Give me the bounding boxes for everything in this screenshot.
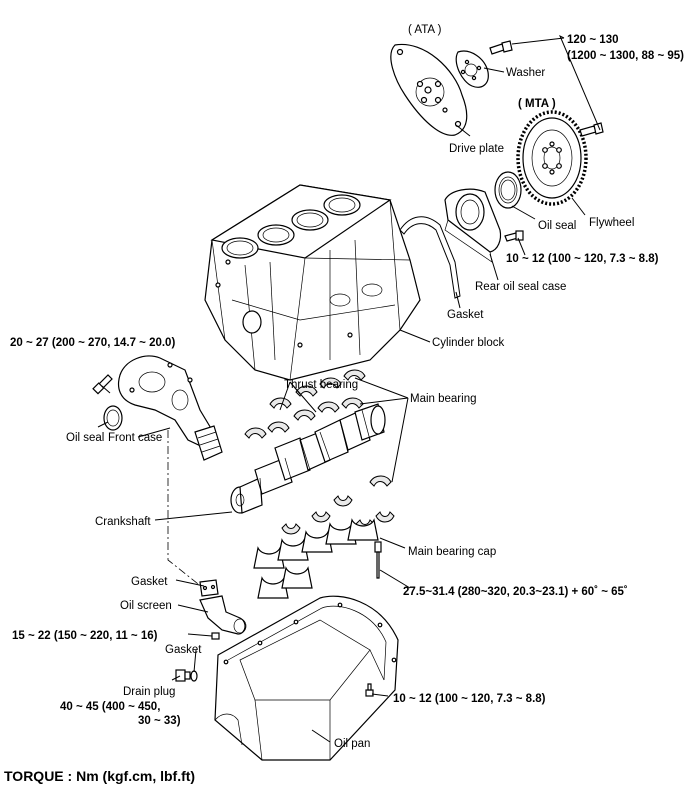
drain-plug bbox=[175, 669, 191, 682]
oil-screen-bolt bbox=[211, 632, 220, 640]
label-crankshaft: Crankshaft bbox=[95, 516, 151, 528]
oil-screen-gasket bbox=[199, 579, 219, 597]
label-washer: Washer bbox=[506, 67, 545, 79]
label-drain-plug: Drain plug bbox=[123, 686, 175, 698]
oil-screen bbox=[199, 595, 247, 635]
rear-case-bolt bbox=[504, 230, 524, 242]
torque-drain-plug-1: 40 ~ 45 (400 ~ 450, bbox=[60, 701, 160, 713]
label-gasket-drain: Gasket bbox=[165, 644, 202, 656]
bearing-cap-bolt bbox=[374, 541, 382, 579]
label-flywheel: Flywheel bbox=[589, 217, 634, 229]
main-bearings-upper bbox=[244, 369, 366, 439]
torque-legend: TORQUE : Nm (kgf.cm, lbf.ft) bbox=[4, 768, 195, 784]
flywheel bbox=[516, 110, 588, 206]
crankshaft bbox=[230, 403, 386, 514]
oil-pan bbox=[214, 595, 399, 761]
main-bearing-caps bbox=[253, 518, 379, 599]
torque-oil-screen: 15 ~ 22 (150 ~ 220, 11 ~ 16) bbox=[12, 630, 158, 642]
flywheel-bolt bbox=[579, 122, 604, 137]
label-mta: ( MTA ) bbox=[518, 98, 556, 110]
front-case bbox=[117, 355, 223, 461]
torque-bearing-cap: 27.5~31.4 (280~320, 20.3~23.1) + 60˚ ~ 6… bbox=[403, 586, 628, 598]
torque-front-case: 20 ~ 27 (200 ~ 270, 14.7 ~ 20.0) bbox=[10, 337, 175, 349]
alignment-line bbox=[167, 430, 213, 596]
rear-gasket bbox=[399, 216, 461, 299]
flywheel-bolt-top bbox=[489, 40, 513, 55]
label-oil-seal-rear: Oil seal bbox=[538, 220, 576, 232]
main-bearing-right bbox=[369, 475, 392, 487]
rear-oil-seal-case bbox=[444, 188, 502, 263]
label-cylinder-block: Cylinder block bbox=[432, 337, 504, 349]
cylinder-block bbox=[204, 184, 421, 381]
label-main-bearing-cap: Main bearing cap bbox=[408, 546, 496, 558]
torque-oil-pan: 10 ~ 12 (100 ~ 120, 7.3 ~ 8.8) bbox=[393, 693, 546, 705]
leader-lines bbox=[97, 34, 601, 743]
label-gasket-rear: Gasket bbox=[447, 309, 484, 321]
label-oil-screen: Oil screen bbox=[120, 600, 172, 612]
torque-rear-case: 10 ~ 12 (100 ~ 120, 7.3 ~ 8.8) bbox=[506, 253, 659, 265]
torque-flywheel-1: 120 ~ 130 bbox=[567, 34, 618, 46]
front-oil-seal bbox=[103, 405, 123, 431]
label-thrust-bearing: Thrust bearing bbox=[284, 379, 358, 391]
drain-gasket bbox=[190, 670, 198, 682]
label-gasket-screen: Gasket bbox=[131, 576, 168, 588]
main-bearings-lower bbox=[281, 495, 395, 535]
torque-flywheel-2: (1200 ~ 1300, 88 ~ 95) bbox=[567, 50, 684, 62]
label-rear-oil-seal-case: Rear oil seal case bbox=[475, 281, 566, 293]
rear-oil-seal bbox=[494, 171, 522, 209]
label-oil-seal-front: Oil seal bbox=[66, 432, 104, 444]
label-ata: ( ATA ) bbox=[408, 24, 442, 36]
label-drive-plate: Drive plate bbox=[449, 143, 504, 155]
drive-plate bbox=[390, 43, 468, 136]
washer bbox=[455, 50, 489, 88]
label-oil-pan: Oil pan bbox=[334, 738, 370, 750]
oil-pan-bolt bbox=[365, 683, 374, 697]
front-case-bolt bbox=[92, 374, 113, 395]
torque-drain-plug-2: 30 ~ 33) bbox=[138, 715, 181, 727]
label-front-case: Front case bbox=[108, 432, 162, 444]
label-main-bearing: Main bearing bbox=[410, 393, 476, 405]
